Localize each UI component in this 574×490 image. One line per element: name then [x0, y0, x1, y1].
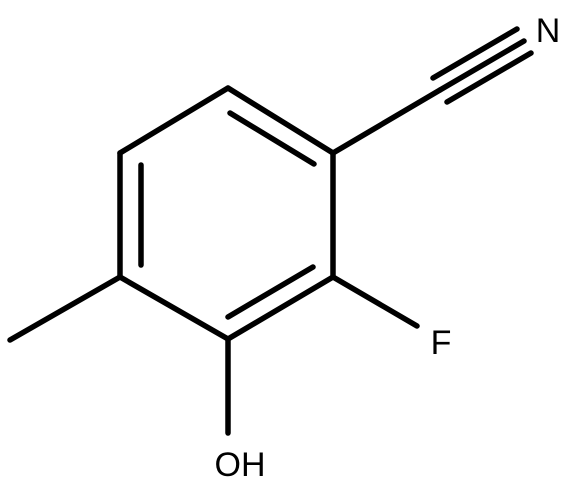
ring-bond-c4-c5	[225, 274, 336, 342]
ring-bond-c1-c2	[117, 85, 231, 156]
ring-bond-c2-c3	[225, 85, 336, 156]
fluorine-atom-label: F	[431, 324, 452, 362]
bond-ring-fluorine	[330, 274, 420, 329]
ring-bond-c5-c6	[117, 274, 231, 342]
nitrogen-atom-label: N	[536, 12, 561, 50]
triple-bond-lower	[444, 50, 534, 105]
ring-inner-double-bond-top	[227, 110, 317, 167]
triple-bond-center	[437, 38, 527, 93]
bond-ring-nitrile-carbon	[330, 87, 443, 156]
ring-inner-double-bond-right	[225, 264, 316, 320]
triple-bond-upper	[430, 26, 520, 81]
hydroxyl-group-label: OH	[215, 446, 266, 484]
bond-ring-methyl	[7, 274, 123, 343]
